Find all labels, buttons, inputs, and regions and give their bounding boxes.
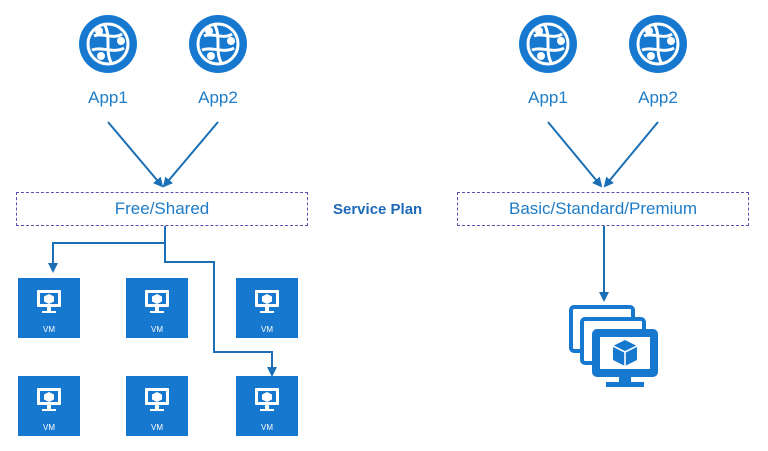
left-app2-icon bbox=[187, 13, 249, 75]
right-app1-arrow bbox=[547, 121, 603, 188]
vm-label: VM bbox=[261, 423, 273, 432]
right-app2-icon bbox=[627, 13, 689, 75]
vm-tile: VM bbox=[18, 278, 80, 338]
vm-label: VM bbox=[43, 423, 55, 432]
right-app1-icon bbox=[517, 13, 579, 75]
virtual-machine-icon bbox=[255, 290, 279, 313]
vm-label: VM bbox=[43, 325, 55, 334]
vm-tile: VM bbox=[126, 278, 188, 338]
basic-standard-premium-plan-label: Basic/Standard/Premium bbox=[508, 199, 698, 218]
virtual-machine-icon bbox=[37, 388, 61, 411]
left-app1-label: App1 bbox=[88, 88, 128, 107]
service-plan-label: Service Plan bbox=[333, 201, 423, 218]
virtual-machine-icon bbox=[145, 388, 169, 411]
left-app2-arrow bbox=[162, 121, 219, 188]
vm-label: VM bbox=[261, 325, 273, 334]
right-app2-arrow bbox=[603, 121, 659, 188]
virtual-machine-icon bbox=[255, 388, 279, 411]
vm-label: VM bbox=[151, 325, 163, 334]
vm-scale-set-icon bbox=[569, 305, 658, 387]
vm-tile: VM bbox=[236, 376, 298, 436]
right-app2-label: App2 bbox=[638, 88, 678, 107]
vm-label: VM bbox=[151, 423, 163, 432]
basic-standard-premium-plan-box: Basic/Standard/Premium bbox=[457, 192, 749, 226]
vm-tile: VM bbox=[236, 278, 298, 338]
free-shared-plan-label: Free/Shared bbox=[114, 199, 210, 218]
right-app1-label: App1 bbox=[528, 88, 568, 107]
left-plan-to-vm6-arrow bbox=[164, 243, 277, 377]
left-app1-arrow bbox=[107, 121, 164, 188]
virtual-machine-icon bbox=[145, 290, 169, 313]
left-app1-icon bbox=[77, 13, 139, 75]
left-plan-to-vm1-arrow bbox=[48, 226, 166, 273]
free-shared-plan-box: Free/Shared bbox=[16, 192, 308, 226]
left-app2-label: App2 bbox=[198, 88, 238, 107]
virtual-machine-icon bbox=[37, 290, 61, 313]
vm-tile: VM bbox=[126, 376, 188, 436]
vm-tile: VM bbox=[18, 376, 80, 436]
